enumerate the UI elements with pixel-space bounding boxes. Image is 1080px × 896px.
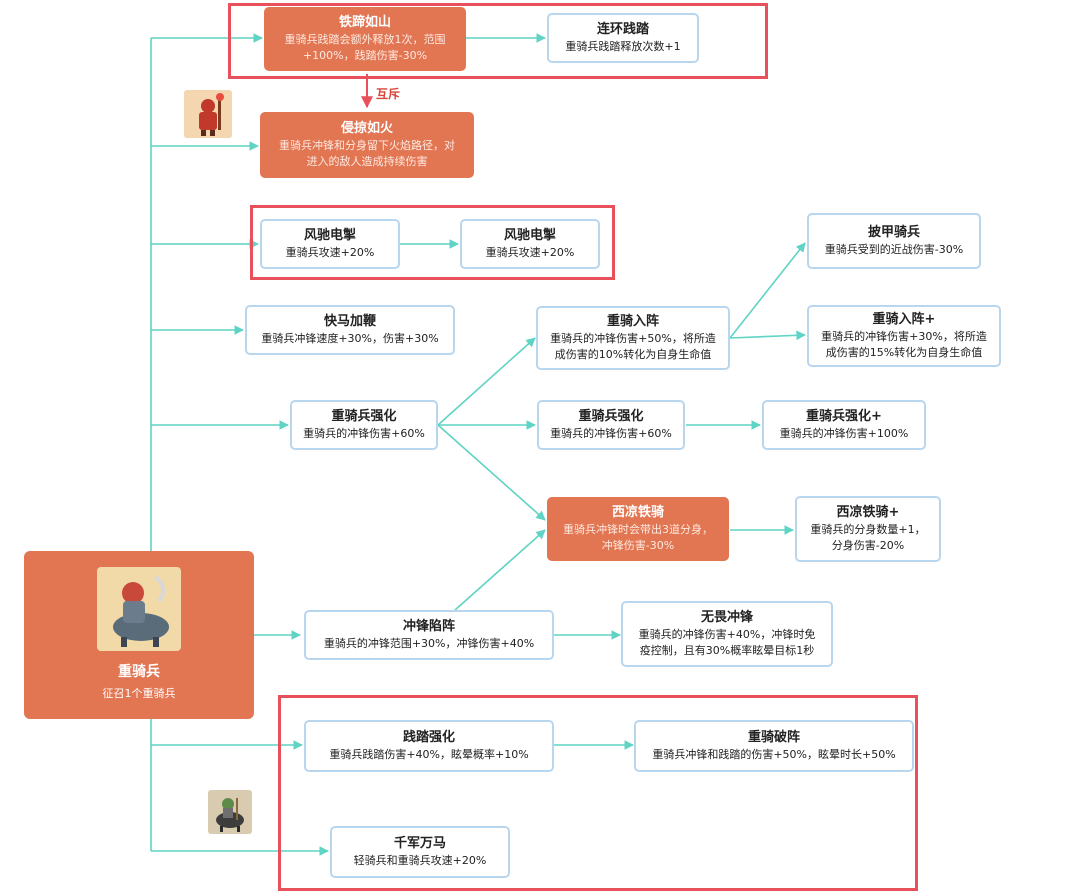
node-desc: 轻骑兵和重骑兵攻速+20% bbox=[353, 854, 487, 867]
node-xiliang-tieqi[interactable]: 西凉铁骑 重骑兵冲锋时会带出3道分身， 冲锋伤害-30% bbox=[547, 497, 729, 561]
node-title: 重骑兵强化 bbox=[331, 409, 397, 424]
node-zhongqi-ruzhen[interactable]: 重骑入阵 重骑兵的冲锋伤害+50%，将所造 成伤害的10%转化为自身生命值 bbox=[536, 306, 730, 370]
node-desc: 重骑兵受到的近战伤害-30% bbox=[824, 243, 964, 256]
node-zhongqi-pozhen[interactable]: 重骑破阵 重骑兵冲锋和践踏的伤害+50%，眩晕时长+50% bbox=[634, 720, 914, 772]
node-title: 重骑破阵 bbox=[747, 730, 800, 745]
node-jianta-qianghua[interactable]: 践踏强化 重骑兵践踏伤害+40%，眩晕概率+10% bbox=[304, 720, 554, 772]
node-kuaima-jiabian[interactable]: 快马加鞭 重骑兵冲锋速度+30%，伤害+30% bbox=[245, 305, 455, 355]
node-pijia-qibing[interactable]: 披甲骑兵 重骑兵受到的近战伤害-30% bbox=[807, 213, 981, 269]
node-zhongqi-ruzhen-plus[interactable]: 重骑入阵+ 重骑兵的冲锋伤害+30%，将所造 成伤害的15%转化为自身生命值 bbox=[807, 305, 1001, 367]
node-desc: 重骑兵践踏伤害+40%，眩晕概率+10% bbox=[329, 748, 529, 761]
node-title: 西凉铁骑+ bbox=[836, 505, 900, 520]
node-desc: 重骑兵攻速+20% bbox=[285, 246, 375, 259]
highlight-box-bottom bbox=[278, 695, 918, 891]
heavy-cavalry-avatar bbox=[97, 567, 181, 651]
node-desc: 重骑兵的冲锋伤害+30%，将所造 成伤害的15%转化为自身生命值 bbox=[821, 330, 987, 359]
node-zhongqibing-qianghua-plus[interactable]: 重骑兵强化+ 重骑兵的冲锋伤害+100% bbox=[762, 400, 926, 450]
highlight-box-top bbox=[228, 3, 768, 79]
node-title: 快马加鞭 bbox=[323, 314, 376, 329]
node-title: 铁蹄如山 bbox=[338, 15, 391, 30]
node-desc: 重骑兵的冲锋伤害+100% bbox=[779, 427, 909, 440]
node-desc: 重骑兵冲锋和践踏的伤害+50%，眩晕时长+50% bbox=[652, 748, 896, 761]
node-title: 重骑兵强化+ bbox=[806, 409, 882, 424]
node-title: 连环践踏 bbox=[596, 22, 649, 37]
node-title: 无畏冲锋 bbox=[700, 610, 753, 625]
node-zhongqibing-qianghua-2[interactable]: 重骑兵强化 重骑兵的冲锋伤害+60% bbox=[537, 400, 685, 450]
node-title: 千军万马 bbox=[393, 836, 446, 851]
node-desc: 重骑兵攻速+20% bbox=[485, 246, 575, 259]
node-qianjun-wanma[interactable]: 千军万马 轻骑兵和重骑兵攻速+20% bbox=[330, 826, 510, 878]
node-title: 风驰电掣 bbox=[503, 228, 556, 243]
node-desc: 重骑兵践踏会额外释放1次，范围 +100%，践踏伤害-30% bbox=[284, 33, 446, 62]
node-desc: 重骑兵的冲锋伤害+60% bbox=[550, 427, 672, 440]
node-title: 披甲骑兵 bbox=[867, 225, 920, 240]
node-title: 践踏强化 bbox=[402, 730, 455, 745]
node-zhongqibing-qianghua[interactable]: 重骑兵强化 重骑兵的冲锋伤害+60% bbox=[290, 400, 438, 450]
node-desc: 重骑兵冲锋和分身留下火焰路径，对 进入的敌人造成持续伤害 bbox=[279, 139, 455, 168]
node-desc: 重骑兵的冲锋伤害+40%，冲锋时免 疫控制，且有30%概率眩晕目标1秒 bbox=[638, 628, 816, 657]
node-title: 风驰电掣 bbox=[303, 228, 356, 243]
node-desc: 重骑兵的冲锋范围+30%，冲锋伤害+40% bbox=[323, 637, 535, 650]
node-tiexi-rushan[interactable]: 铁蹄如山 重骑兵践踏会额外释放1次，范围 +100%，践踏伤害-30% bbox=[264, 7, 466, 71]
node-title: 侵掠如火 bbox=[340, 121, 393, 136]
node-chongfeng-xianzhen[interactable]: 冲锋陷阵 重骑兵的冲锋范围+30%，冲锋伤害+40% bbox=[304, 610, 554, 660]
node-title: 重骑入阵+ bbox=[872, 312, 936, 327]
node-desc: 重骑兵冲锋速度+30%，伤害+30% bbox=[261, 332, 439, 345]
node-desc: 重骑兵的冲锋伤害+60% bbox=[303, 427, 425, 440]
node-title: 西凉铁骑 bbox=[611, 505, 664, 520]
node-fengchi-dianche-1[interactable]: 风驰电掣 重骑兵攻速+20% bbox=[260, 219, 400, 269]
node-desc: 重骑兵的冲锋伤害+50%，将所造 成伤害的10%转化为自身生命值 bbox=[550, 332, 716, 361]
node-desc: 重骑兵践踏释放次数+1 bbox=[565, 40, 681, 53]
root-node-heavy-cavalry[interactable]: 重骑兵 征召1个重骑兵 bbox=[24, 551, 254, 719]
node-qinlue-ruhuo[interactable]: 侵掠如火 重骑兵冲锋和分身留下火焰路径，对 进入的敌人造成持续伤害 bbox=[260, 112, 474, 178]
node-title: 重骑入阵 bbox=[606, 314, 659, 329]
node-title: 冲锋陷阵 bbox=[402, 619, 455, 634]
fire-general-avatar bbox=[184, 90, 232, 138]
node-fengchi-dianche-2[interactable]: 风驰电掣 重骑兵攻速+20% bbox=[460, 219, 600, 269]
node-wuwei-chongfeng[interactable]: 无畏冲锋 重骑兵的冲锋伤害+40%，冲锋时免 疫控制，且有30%概率眩晕目标1秒 bbox=[621, 601, 833, 667]
node-xiliang-tieqi-plus[interactable]: 西凉铁骑+ 重骑兵的分身数量+1， 分身伤害-20% bbox=[795, 496, 941, 562]
node-lianhuan-jianta[interactable]: 连环践踏 重骑兵践踏释放次数+1 bbox=[547, 13, 699, 63]
node-desc: 重骑兵冲锋时会带出3道分身， 冲锋伤害-30% bbox=[563, 523, 713, 552]
root-desc: 征召1个重骑兵 bbox=[102, 687, 176, 700]
node-desc: 重骑兵的分身数量+1， 分身伤害-20% bbox=[810, 523, 926, 552]
highlight-box-fengchi bbox=[250, 205, 615, 280]
mutual-exclusion-label: 互斥 bbox=[376, 87, 401, 101]
root-title: 重骑兵 bbox=[118, 664, 160, 680]
light-cavalry-avatar bbox=[208, 790, 252, 834]
node-title: 重骑兵强化 bbox=[578, 409, 644, 424]
